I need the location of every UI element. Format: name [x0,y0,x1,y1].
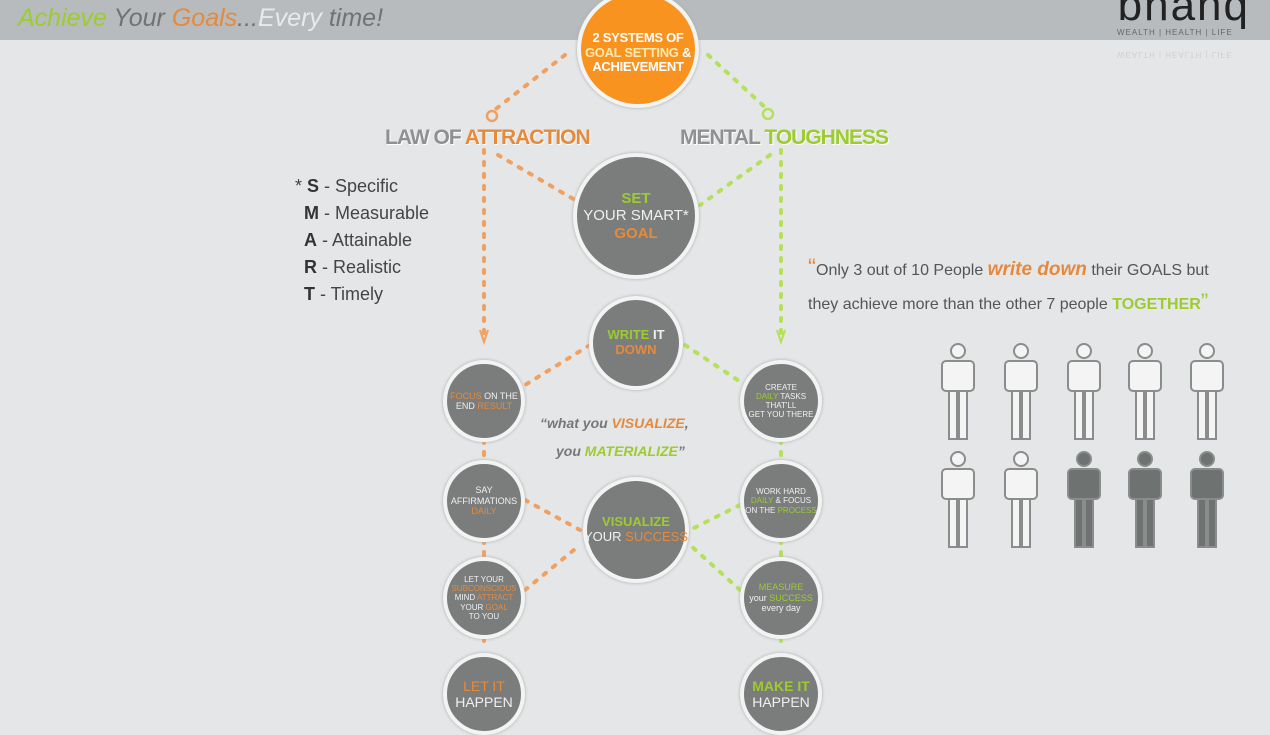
mental-toughness-heading: MENTAL TOUGHNESS [680,126,889,149]
visualize-success-circle: VISUALIZE YOUR SUCCESS [583,477,689,583]
person-icon-highlighted [1187,450,1227,550]
subconscious-mind-circle: LET YOUR SUBCONSCIOUS MIND ATTRACT YOUR … [443,557,525,639]
visualize-quote-line1: “what you VISUALIZE, [540,415,689,431]
say-affirmations-circle: SAY AFFIRMATIONS DAILY [443,460,525,542]
brand-logo: bhanq [1117,0,1250,30]
law-of-attraction-heading: LAW OF ATTRACTION [385,126,591,149]
person-icon [1187,342,1227,442]
person-icon [1001,450,1041,550]
smart-item: A - Attainable [304,230,413,250]
logo-tagline: WEALTH | HEALTH | LIFE [1117,28,1233,37]
smart-item: R - Realistic [304,257,402,277]
person-icon [1001,342,1041,442]
smart-item: T - Timely [304,284,384,304]
measure-success-circle: MEASURE your SUCCESS every day [740,557,822,639]
write-it-down-circle: WRITE IT DOWN [589,296,683,390]
make-it-happen-circle: MAKE IT HAPPEN [740,653,822,735]
person-icon [1064,342,1104,442]
person-icon [938,342,978,442]
page-title: Achieve Your Goals...Every time! [18,4,384,32]
person-icon-highlighted [1064,450,1104,550]
smart-acronym-list: * S - Specific M - Measurable A - Attain… [295,173,429,308]
focus-end-result-circle: FOCUS ON THE END RESULT [443,360,525,442]
person-icon [1125,342,1165,442]
visualize-quote-line2: you MATERIALIZE” [556,443,685,459]
person-icon-highlighted [1125,450,1165,550]
person-icon [938,450,978,550]
let-it-happen-circle: LET IT HAPPEN [443,653,525,735]
top-circle-two-systems: 2 SYSTEMS OF GOAL SETTING & ACHIEVEMENT [577,0,699,108]
connector-lines [479,53,786,652]
smart-item: * S - Specific [295,176,399,196]
work-hard-daily-circle: WORK HARD DAILY & FOCUS ON THE PROCESS [740,460,822,542]
smart-item: M - Measurable [304,203,430,223]
set-smart-goal-circle: SET YOUR SMART* GOAL [573,153,699,279]
stat-quote-line2: they achieve more than the other 7 peopl… [808,289,1209,314]
create-daily-tasks-circle: CREATE DAILY TASKS THAT'LL GET YOU THERE [740,360,822,442]
stat-quote-line1: “Only 3 out of 10 People write down thei… [808,254,1209,281]
